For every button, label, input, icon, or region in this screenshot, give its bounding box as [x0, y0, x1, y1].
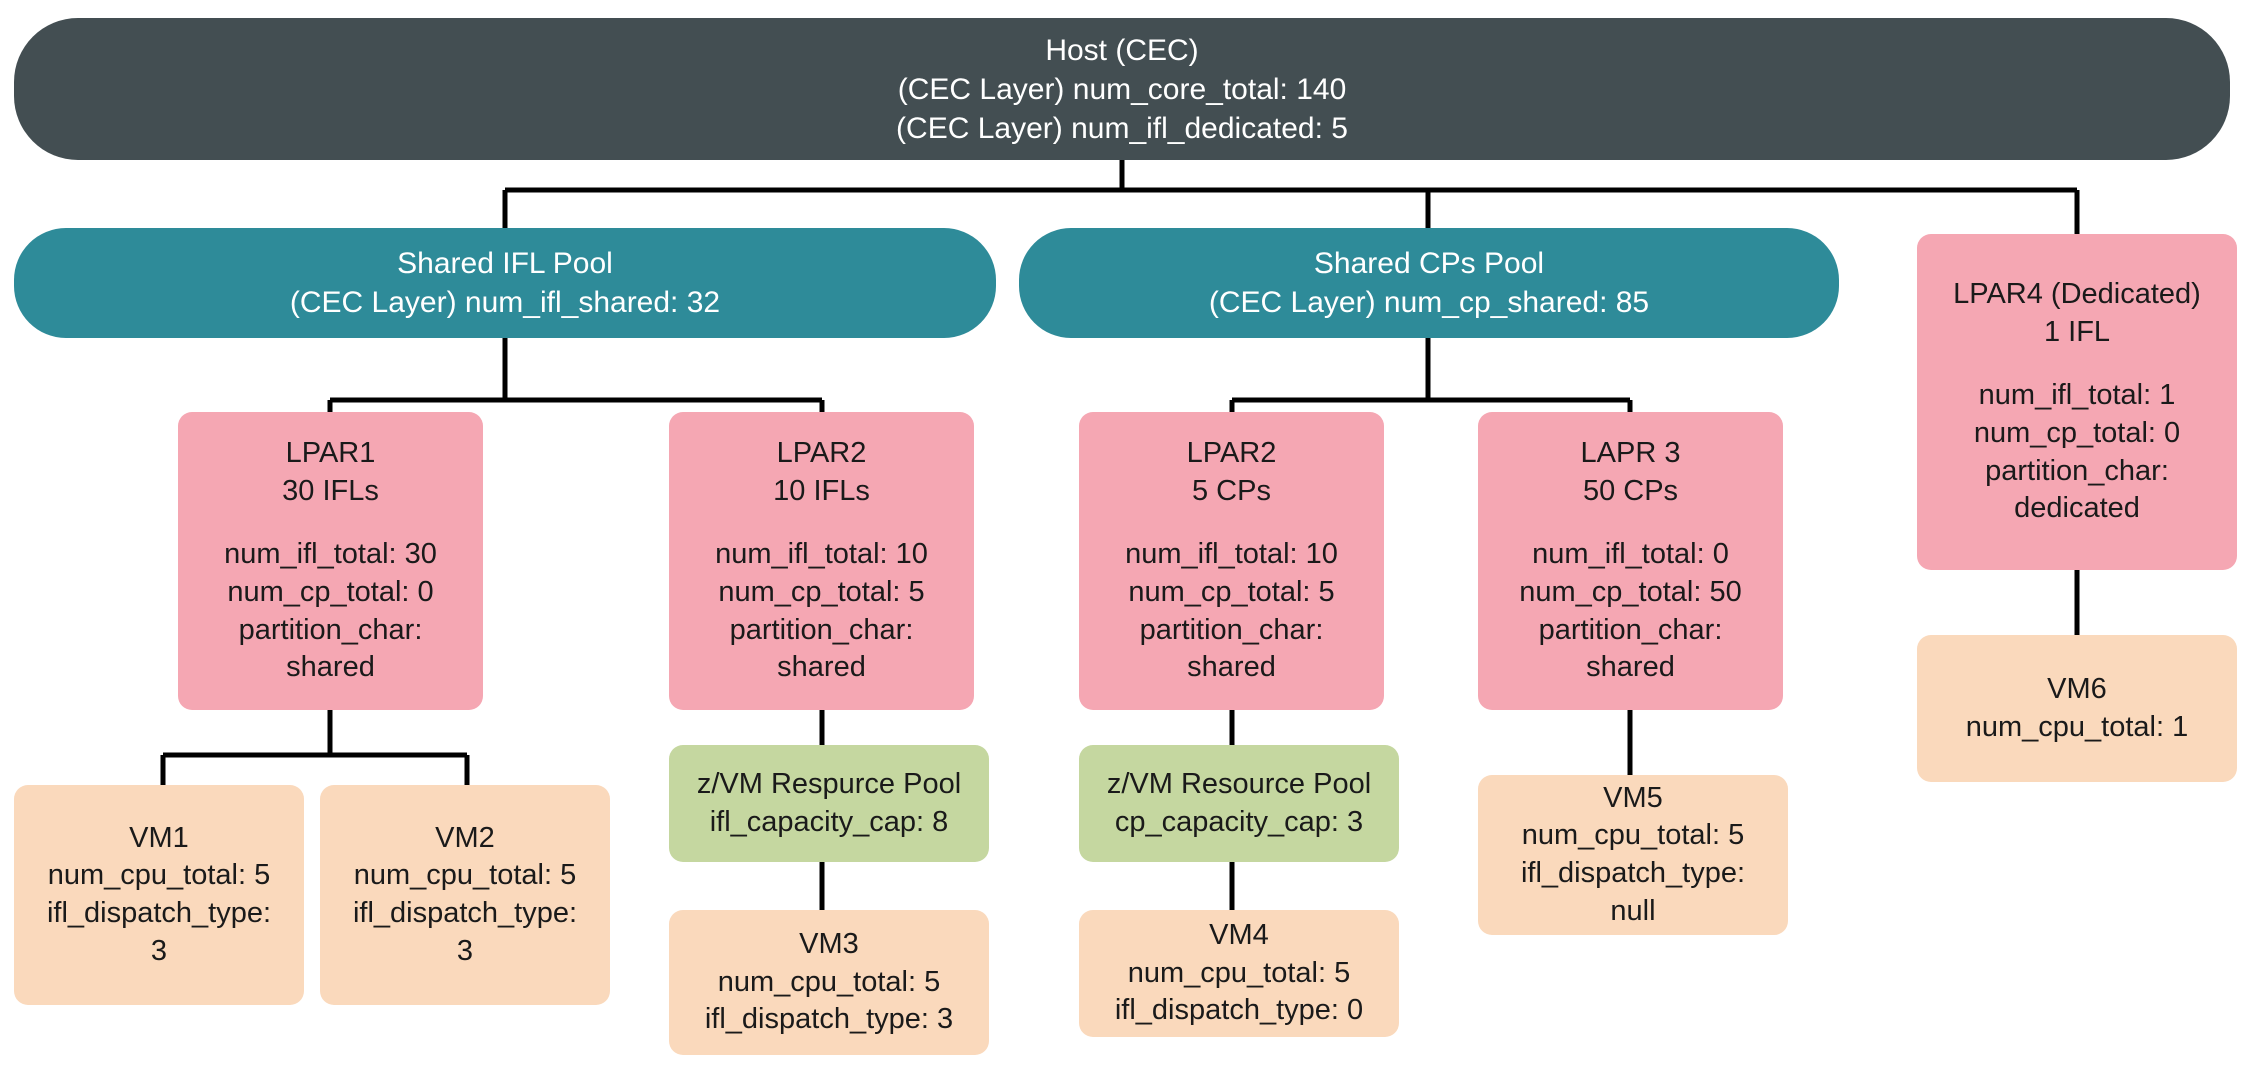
vm2-ifl-dispatch-type-label: ifl_dispatch_type:: [352, 897, 578, 929]
node-shared-ifl-pool[interactable]: Shared IFL Pool (CEC Layer) num_ifl_shar…: [14, 228, 996, 338]
vm1-title: VM1: [129, 821, 189, 854]
vm2-title: VM2: [435, 821, 495, 854]
node-lpar2-ifl[interactable]: LPAR2 10 IFLs num_ifl_total: 10 num_cp_t…: [669, 412, 974, 710]
vm2-num-cpu-total: num_cpu_total: 5: [353, 859, 577, 892]
lpar4-num-cp-total: num_cp_total: 0: [1973, 417, 2181, 449]
lpar1-subtitle: 30 IFLs: [282, 474, 379, 507]
lapr3-subtitle: 50 CPs: [1582, 474, 1679, 507]
lpar4-partition-char-value: dedicated: [2014, 492, 2140, 525]
lpar2-ifl-title: LPAR2: [776, 436, 867, 469]
cp-pool-title: Shared CPs Pool: [1313, 247, 1545, 280]
lpar1-num-ifl-total: num_ifl_total: 30: [224, 538, 437, 571]
vm5-ifl-dispatch-type-value: null: [1610, 894, 1656, 927]
lpar2-ifl-partition-char-label: partition_char:: [729, 613, 914, 646]
host-num-core-total: (CEC Layer) num_core_total: 140: [897, 72, 1347, 106]
node-host-cec[interactable]: Host (CEC) (CEC Layer) num_core_total: 1…: [14, 18, 2230, 160]
vm4-title: VM4: [1209, 918, 1269, 951]
node-lapr3[interactable]: LAPR 3 50 CPs num_ifl_total: 0 num_cp_to…: [1478, 412, 1783, 710]
lpar4-subtitle: 1 IFL: [2043, 315, 2111, 348]
vm4-num-cpu-total: num_cpu_total: 5: [1127, 956, 1351, 989]
vm5-title: VM5: [1603, 781, 1663, 814]
node-zvm-cp-resource-pool[interactable]: z/VM Resource Pool cp_capacity_cap: 3: [1079, 745, 1399, 862]
node-lpar4-dedicated[interactable]: LPAR4 (Dedicated) 1 IFL num_ifl_total: 1…: [1917, 234, 2237, 570]
lpar2-cp-num-cp-total: num_cp_total: 5: [1128, 576, 1335, 608]
node-vm6[interactable]: VM6 num_cpu_total: 1: [1917, 635, 2237, 782]
lapr3-partition-char-value: shared: [1586, 651, 1675, 684]
node-vm3[interactable]: VM3 num_cpu_total: 5 ifl_dispatch_type: …: [669, 910, 989, 1055]
vm5-ifl-dispatch-type-label: ifl_dispatch_type:: [1520, 857, 1746, 889]
vm2-ifl-dispatch-type-value: 3: [456, 934, 474, 967]
lpar2-ifl-num-cp-total: num_cp_total: 5: [718, 576, 925, 608]
lpar1-partition-char-value: shared: [286, 651, 375, 684]
node-vm4[interactable]: VM4 num_cpu_total: 5 ifl_dispatch_type: …: [1079, 910, 1399, 1037]
vm6-num-cpu-total: num_cpu_total: 1: [1965, 710, 2189, 743]
lpar2-ifl-subtitle: 10 IFLs: [773, 474, 870, 507]
lpar4-num-ifl-total: num_ifl_total: 1: [1978, 379, 2176, 412]
lpar2-ifl-num-ifl-total: num_ifl_total: 10: [715, 538, 928, 571]
lpar2-cp-subtitle: 5 CPs: [1192, 474, 1271, 507]
node-vm2[interactable]: VM2 num_cpu_total: 5 ifl_dispatch_type: …: [320, 785, 610, 1005]
lapr3-num-ifl-total: num_ifl_total: 0: [1532, 538, 1729, 571]
zvm-cp-pool-title: z/VM Resource Pool: [1106, 767, 1372, 800]
node-vm1[interactable]: VM1 num_cpu_total: 5 ifl_dispatch_type: …: [14, 785, 304, 1005]
node-lpar1[interactable]: LPAR1 30 IFLs num_ifl_total: 30 num_cp_t…: [178, 412, 483, 710]
lapr3-partition-char-label: partition_char:: [1538, 613, 1723, 646]
node-zvm-ifl-resource-pool[interactable]: z/VM Respurce Pool ifl_capacity_cap: 8: [669, 745, 989, 862]
zvm-ifl-capacity-cap: ifl_capacity_cap: 8: [709, 805, 949, 838]
vm3-ifl-dispatch-type: ifl_dispatch_type: 3: [704, 1003, 954, 1036]
cp-pool-num-cp-shared: (CEC Layer) num_cp_shared: 85: [1208, 286, 1650, 319]
vm3-num-cpu-total: num_cpu_total: 5: [717, 965, 941, 998]
zvm-ifl-pool-title: z/VM Respurce Pool: [696, 767, 962, 800]
lpar2-cp-partition-char-value: shared: [1187, 651, 1276, 684]
vm4-ifl-dispatch-type: ifl_dispatch_type: 0: [1114, 994, 1364, 1027]
host-title: Host (CEC): [1045, 33, 1199, 67]
lpar4-title: LPAR4 (Dedicated): [1953, 277, 2201, 310]
lpar1-partition-char-label: partition_char:: [238, 613, 423, 646]
node-vm5[interactable]: VM5 num_cpu_total: 5 ifl_dispatch_type: …: [1478, 775, 1788, 935]
lpar2-cp-num-ifl-total: num_ifl_total: 10: [1125, 538, 1338, 571]
vm1-num-cpu-total: num_cpu_total: 5: [47, 859, 271, 892]
vm3-title: VM3: [799, 927, 859, 960]
lapr3-title: LAPR 3: [1580, 436, 1681, 469]
vm5-num-cpu-total: num_cpu_total: 5: [1521, 819, 1745, 852]
ifl-pool-num-ifl-shared: (CEC Layer) num_ifl_shared: 32: [289, 286, 721, 319]
node-lpar2-cp[interactable]: LPAR2 5 CPs num_ifl_total: 10 num_cp_tot…: [1079, 412, 1384, 710]
lpar1-title: LPAR1: [285, 436, 376, 469]
vm1-ifl-dispatch-type-value: 3: [150, 934, 168, 967]
vm1-ifl-dispatch-type-label: ifl_dispatch_type:: [46, 897, 272, 929]
node-shared-cps-pool[interactable]: Shared CPs Pool (CEC Layer) num_cp_share…: [1019, 228, 1839, 338]
host-num-ifl-dedicated: (CEC Layer) num_ifl_dedicated: 5: [896, 111, 1348, 145]
ifl-pool-title: Shared IFL Pool: [397, 247, 613, 280]
lapr3-num-cp-total: num_cp_total: 50: [1519, 576, 1742, 608]
lpar2-cp-title: LPAR2: [1186, 436, 1277, 469]
zvm-cp-capacity-cap: cp_capacity_cap: 3: [1114, 805, 1364, 838]
lpar2-cp-partition-char-label: partition_char:: [1139, 613, 1324, 646]
lpar2-ifl-partition-char-value: shared: [777, 651, 866, 684]
lpar4-partition-char-label: partition_char:: [1985, 454, 2169, 487]
lpar1-num-cp-total: num_cp_total: 0: [227, 576, 434, 608]
vm6-title: VM6: [2047, 672, 2107, 705]
